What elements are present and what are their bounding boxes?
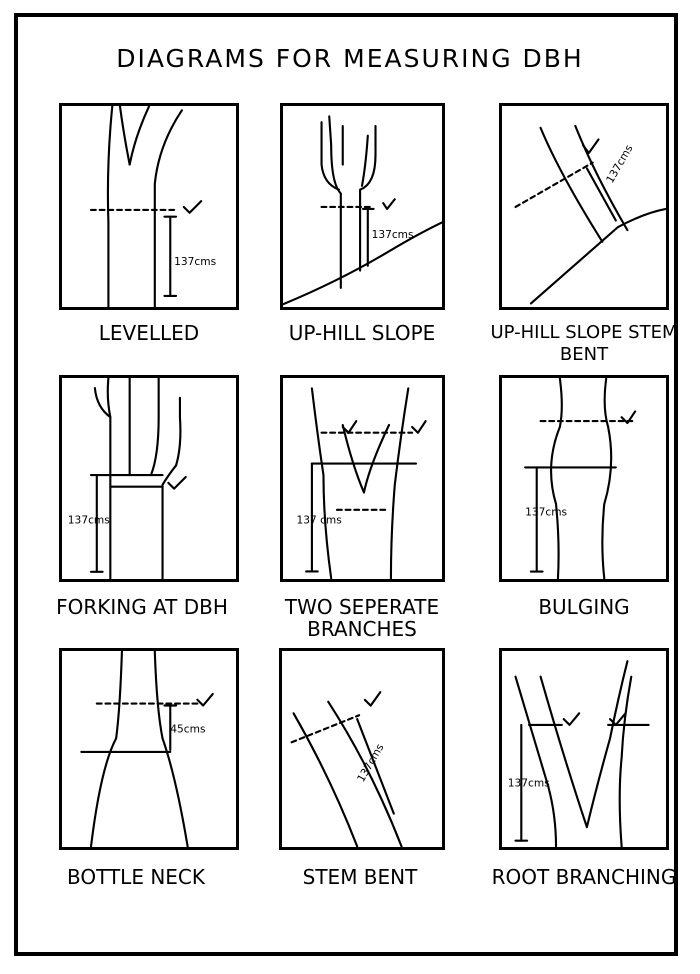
root-left-outer <box>514 675 558 847</box>
caption-root-branching: ROOT BRANCHING <box>491 865 677 889</box>
trunk-left-edge <box>292 712 359 847</box>
trunk-left-edge <box>106 106 114 307</box>
tick-mark <box>363 691 382 707</box>
tick-mark <box>411 420 427 434</box>
branch-fork <box>341 423 391 494</box>
root-fork <box>539 660 629 829</box>
measure-label: 137cms <box>525 506 567 519</box>
tick-mark <box>182 200 203 214</box>
measure-line <box>585 167 617 222</box>
caption-stem-bent: STEM BENT <box>302 865 418 889</box>
trunk-right-edge <box>389 387 410 579</box>
measure-label: 137cms <box>508 777 550 790</box>
branch <box>118 106 131 166</box>
measure-line <box>356 718 395 815</box>
tick-mark <box>196 692 214 707</box>
measure-label: 137 cms <box>296 514 341 526</box>
panel-bottle-neck: 45cms <box>59 648 239 850</box>
trunk-right-edge <box>327 700 403 847</box>
trunk-right-edge <box>601 378 613 579</box>
panel-stem-bent: 137cms <box>279 648 445 850</box>
measure-label: 137cms <box>603 142 635 185</box>
panel-forking-at-dbh: 137cms <box>59 375 239 582</box>
caption-bottle-neck: BOTTLE NECK <box>66 865 205 889</box>
branch <box>128 106 151 166</box>
ground-slope <box>529 207 666 305</box>
tick-mark <box>581 138 600 155</box>
tick-mark <box>382 198 396 210</box>
trunk-right-edge <box>161 464 178 579</box>
tick-mark <box>167 475 187 490</box>
measure-label: 137cms <box>68 513 110 526</box>
trunk-left-edge <box>89 651 123 847</box>
panel-root-branching: 137cms <box>499 648 669 850</box>
branch <box>93 387 112 419</box>
tick-mark <box>562 712 581 726</box>
branch <box>175 396 182 467</box>
caption-forking-at-dbh: FORKING AT DBH <box>56 595 228 619</box>
panel-bulging: 137cms <box>499 375 669 582</box>
branch <box>149 378 160 477</box>
panel-up-hill-slope-stem-bent: 137cms <box>499 103 669 310</box>
tick-mark <box>341 420 358 434</box>
trunk-right-edge <box>574 124 629 232</box>
trunk-left-edge <box>310 387 333 579</box>
trunk-left-edge <box>550 378 563 579</box>
panel-up-hill-slope: 137cms <box>280 103 445 310</box>
panel-levelled: 137cms <box>59 103 239 310</box>
dbh-line <box>290 714 361 744</box>
branch <box>320 121 340 191</box>
dbh-line <box>514 161 594 209</box>
panel-two-seperate-branches: 137 cms <box>280 375 445 582</box>
measure-label: 45cms <box>170 723 206 736</box>
trunk-right-edge <box>153 651 189 847</box>
tick-mark <box>620 410 637 425</box>
caption-bulging: BULGING <box>538 595 630 619</box>
caption-up-hill-slope: UP-HILL SLOPE <box>288 321 436 345</box>
diagram-sheet <box>14 13 678 956</box>
trunk-right-edge <box>359 124 377 272</box>
caption-levelled: LEVELLED <box>98 321 200 345</box>
trunk-left-edge <box>106 378 112 579</box>
page-title: DIAGRAMS FOR MEASURING DBH <box>116 44 584 73</box>
measure-label: 137cms <box>372 229 414 241</box>
branch <box>360 134 369 187</box>
trunk-left-edge <box>539 126 604 243</box>
tick-mark <box>608 712 627 726</box>
ground-slope <box>283 221 442 306</box>
trunk-right-edge <box>153 109 183 307</box>
trunk-left-edge <box>328 115 342 289</box>
measure-label: 137cms <box>174 255 216 268</box>
root-right-outer <box>618 675 633 847</box>
